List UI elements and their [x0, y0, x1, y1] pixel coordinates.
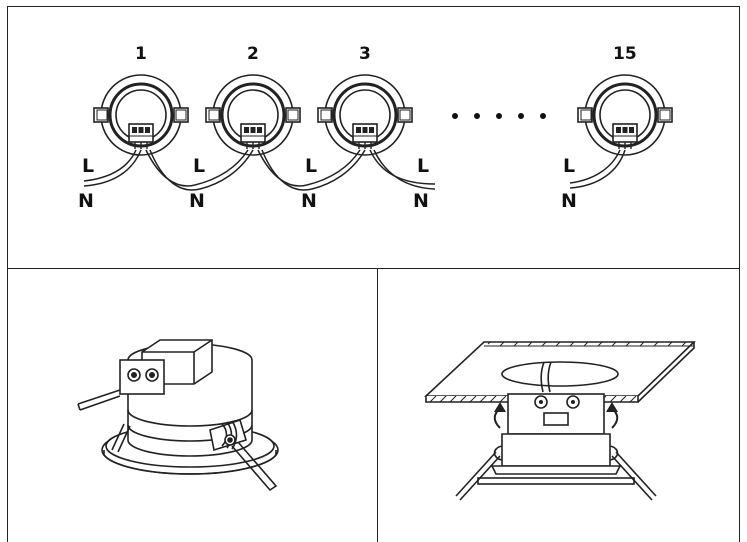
live-label: L: [563, 155, 576, 177]
live-label: L: [193, 155, 206, 177]
downlight-side-view: [77, 339, 279, 492]
daisy-chain-wiring-panel: [7, 6, 740, 269]
fixture-number: 3: [359, 44, 371, 64]
neutral-label: N: [301, 190, 317, 212]
fixture-15: [576, 73, 674, 157]
downlight-side-view-panel: [7, 268, 378, 542]
ellipsis-dots: [452, 113, 546, 119]
live-label: L: [417, 155, 430, 177]
ceiling-installation: [423, 341, 696, 501]
fixture-number: 15: [613, 44, 637, 64]
neutral-label: N: [78, 190, 94, 212]
ceiling-installation-panel: [377, 268, 740, 542]
neutral-label: N: [561, 190, 577, 212]
fixture-3: [316, 73, 414, 157]
wires: [83, 149, 626, 191]
live-label: L: [305, 155, 318, 177]
fixture-2: [204, 73, 302, 157]
neutral-label: N: [413, 190, 429, 212]
fixture-number: 1: [135, 44, 147, 64]
fixture-number: 2: [247, 44, 259, 64]
fixture-1: [92, 73, 190, 157]
neutral-label: N: [189, 190, 205, 212]
live-label: L: [82, 155, 95, 177]
